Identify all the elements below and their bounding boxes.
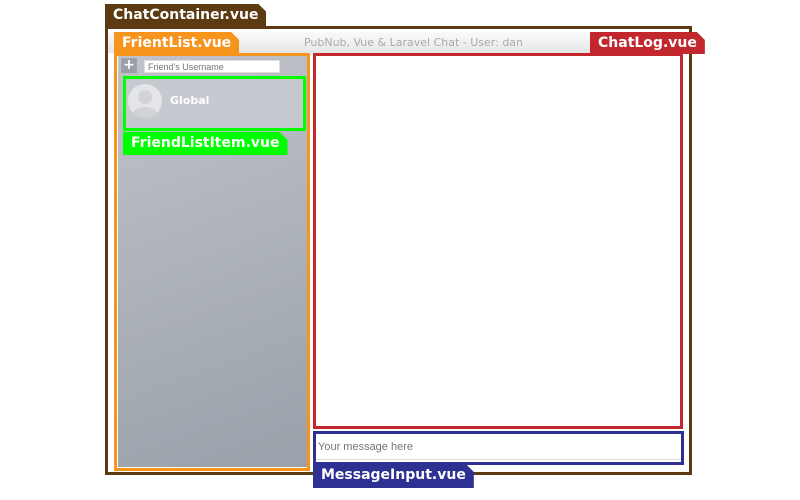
message-input-box <box>313 431 684 465</box>
message-input[interactable] <box>316 434 681 460</box>
chat-log-label: ChatLog.vue <box>590 32 705 54</box>
friend-list-item-label: FriendListItem.vue <box>123 132 288 155</box>
app-title: PubNub, Vue & Laravel Chat - User: dan <box>108 32 689 53</box>
message-input-label: MessageInput.vue <box>313 464 474 488</box>
add-friend-button[interactable]: + <box>121 58 137 73</box>
friend-list-outline <box>114 53 310 471</box>
avatar-placeholder-icon <box>128 84 162 118</box>
chat-log <box>313 53 683 429</box>
friend-username-input[interactable] <box>144 60 280 73</box>
friend-list-label: FrientList.vue <box>114 32 239 54</box>
friend-name: Global <box>170 94 210 107</box>
chat-container-label: ChatContainer.vue <box>105 4 266 27</box>
friend-list-item[interactable] <box>123 76 306 131</box>
